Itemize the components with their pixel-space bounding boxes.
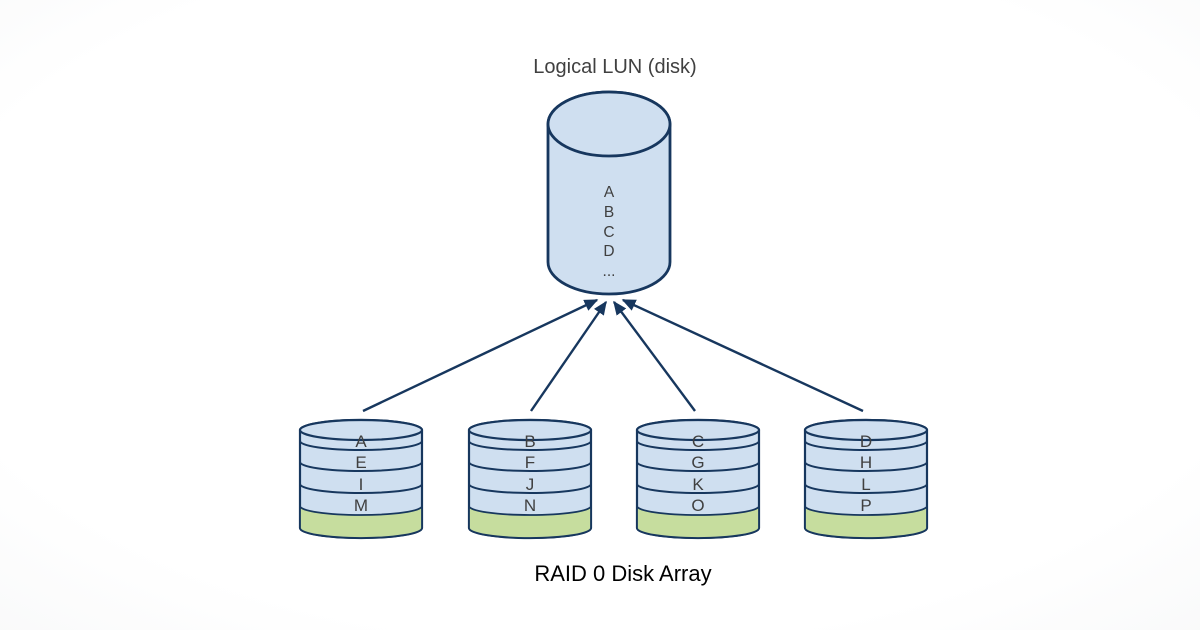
disk1-block: E bbox=[355, 453, 366, 472]
lun-block: D bbox=[603, 243, 614, 260]
disk1-block: I bbox=[359, 475, 364, 494]
arrow-disk4-to-lun bbox=[621, 298, 864, 413]
disk-cylinder-1: A E I M bbox=[298, 418, 424, 540]
disk-cylinder-2: B F J N bbox=[467, 418, 593, 540]
disk2-block: B bbox=[524, 432, 535, 451]
disk1-block: M bbox=[354, 496, 368, 515]
arrow-disk2-to-lun bbox=[530, 300, 607, 412]
disk2-block: N bbox=[524, 496, 536, 515]
disk4-block: H bbox=[860, 453, 872, 472]
lun-block-ellipsis: ... bbox=[603, 263, 616, 280]
disk1-block: A bbox=[355, 432, 367, 451]
arrow-disk3-to-lun bbox=[613, 300, 696, 412]
lun-cylinder: A B C D ... bbox=[546, 90, 672, 296]
lun-cylinder-top bbox=[546, 90, 672, 158]
disk4-block: L bbox=[861, 475, 870, 494]
disk2-block: F bbox=[525, 453, 535, 472]
disk3-block: C bbox=[692, 432, 704, 451]
arrow-disk1-to-lun bbox=[362, 298, 599, 413]
lun-block: B bbox=[604, 204, 614, 221]
lun-block: C bbox=[603, 224, 614, 241]
disk2-block: J bbox=[526, 475, 535, 494]
diagram-caption: RAID 0 Disk Array bbox=[534, 561, 711, 586]
disk3-block: K bbox=[692, 475, 704, 494]
lun-title: Logical LUN (disk) bbox=[533, 56, 696, 78]
disk3-block: O bbox=[691, 496, 704, 515]
disk-cylinder-4: D H L P bbox=[803, 418, 929, 540]
disk4-block: D bbox=[860, 432, 872, 451]
lun-block: A bbox=[604, 184, 615, 201]
disk3-block: G bbox=[691, 453, 704, 472]
disk4-block: P bbox=[860, 496, 871, 515]
disk-cylinder-3: C G K O bbox=[635, 418, 761, 540]
stripe-arrows bbox=[362, 298, 864, 413]
